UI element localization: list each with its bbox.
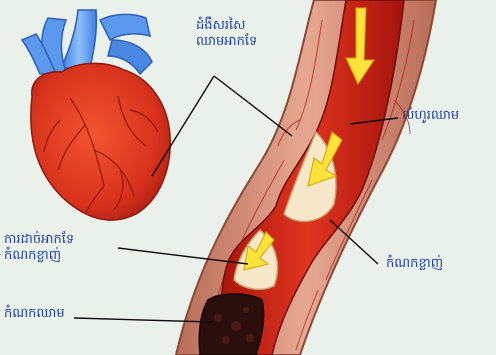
coronary-artery-label-line-2: ឈាមអាកទែ <box>196 34 257 50</box>
blood-flow-label: លំហូរឈាម <box>402 108 459 124</box>
heart-illustration <box>22 10 170 220</box>
plaque-rupture-label: ការដាច់អាកទែ កំណកខ្លាញ់ <box>4 232 74 264</box>
plaque-label: កំណកខ្លាញ់ <box>386 256 443 272</box>
plaque-rupture-label-line-1: ការដាច់អាកទែ <box>4 232 74 248</box>
blood-clot-label: កំណកឈាម <box>4 306 65 322</box>
plaque-rupture-label-line-2: កំណកខ្លាញ់ <box>4 248 74 264</box>
coronary-artery-label: ដំងឺសរសៃ ឈាមអាកទែ <box>196 18 257 50</box>
coronary-artery-label-line-1: ដំងឺសរសៃ <box>196 18 257 34</box>
artery-cross-section <box>176 0 436 355</box>
